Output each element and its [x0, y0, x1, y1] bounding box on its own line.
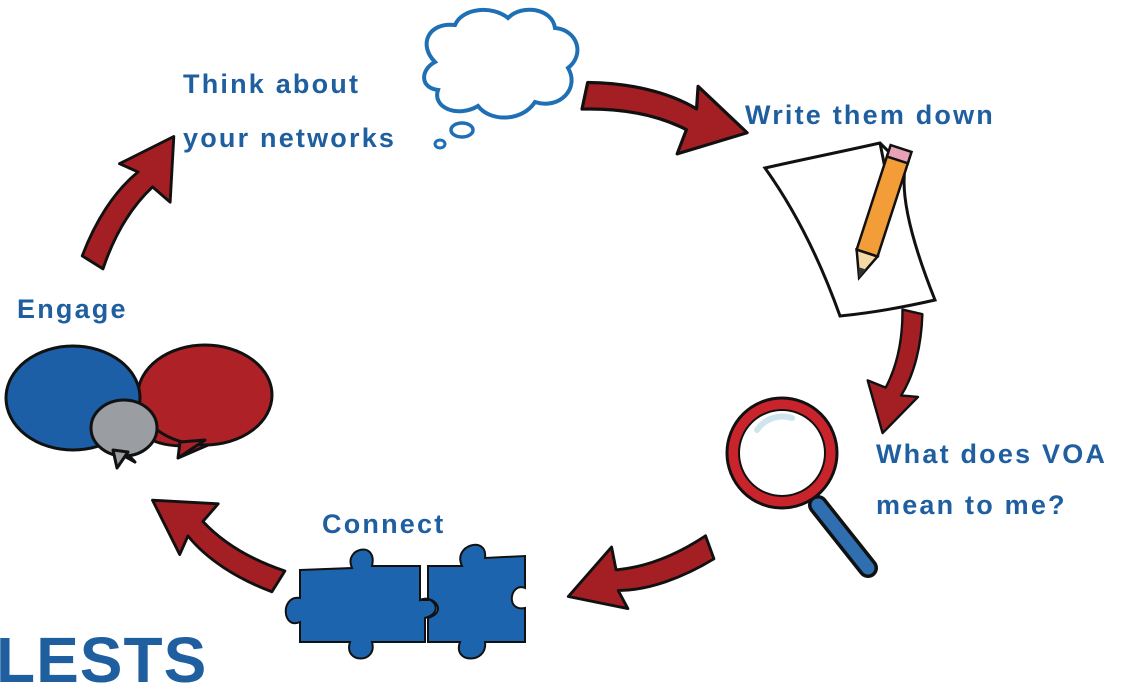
puzzle-pieces-icon — [284, 543, 526, 660]
label-think-line2: your networks — [183, 123, 397, 153]
arrow-voa-to-connect — [556, 514, 722, 628]
label-think-line1: Think about — [183, 69, 361, 99]
speech-bubbles-icon — [4, 343, 274, 470]
label-voa-line2: mean to me? — [876, 490, 1067, 520]
arrow-connect-to-engage — [134, 471, 298, 608]
label-engage: Engage — [17, 294, 128, 324]
footer-heading-partial: LESTS — [0, 624, 208, 696]
label-write: Write them down — [745, 100, 996, 130]
arrow-engage-to-think — [66, 118, 203, 282]
magnifying-glass-icon — [725, 396, 878, 578]
paper-pencil-icon — [762, 141, 938, 318]
arrow-think-to-write — [575, 62, 757, 169]
label-connect: Connect — [322, 509, 446, 539]
arrow-write-to-voa — [855, 304, 938, 441]
thought-cloud-icon — [422, 7, 580, 150]
label-voa-line1: What does VOA — [876, 439, 1108, 469]
